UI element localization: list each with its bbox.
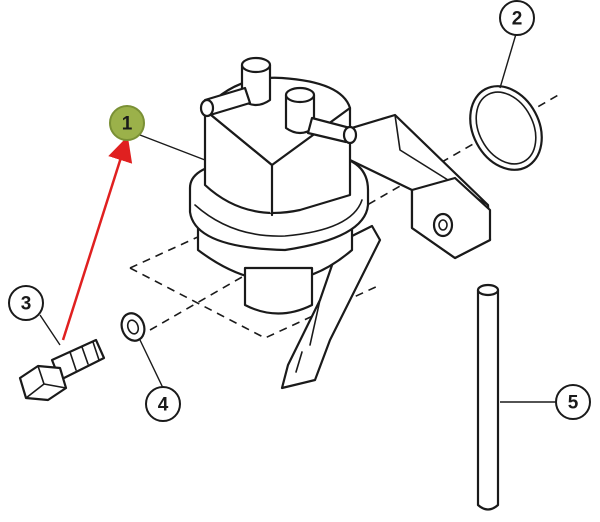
callout-2-label: 2 [512, 9, 523, 30]
callout-1: 1 [109, 105, 145, 141]
o-ring-seal [469, 85, 543, 171]
callout-4-label: 4 [158, 395, 169, 416]
rod-pin [476, 283, 500, 511]
hex-bolt [18, 338, 106, 402]
callout-5-label: 5 [568, 393, 579, 414]
callout-3-label: 3 [21, 294, 32, 315]
pump-fuel-fittings [199, 56, 358, 145]
callout-1-label: 1 [122, 114, 133, 135]
washer [120, 312, 146, 342]
callout-1-highlight-circle [109, 105, 145, 141]
callout-5: 5 [555, 384, 591, 420]
callout-3: 3 [8, 285, 44, 321]
leader-lines [39, 33, 556, 403]
callout-4: 4 [145, 386, 181, 422]
red-indicator-arrow [61, 136, 133, 341]
mounting-flange [343, 113, 492, 260]
callout-2: 2 [499, 0, 535, 36]
pump-lever [280, 224, 382, 390]
